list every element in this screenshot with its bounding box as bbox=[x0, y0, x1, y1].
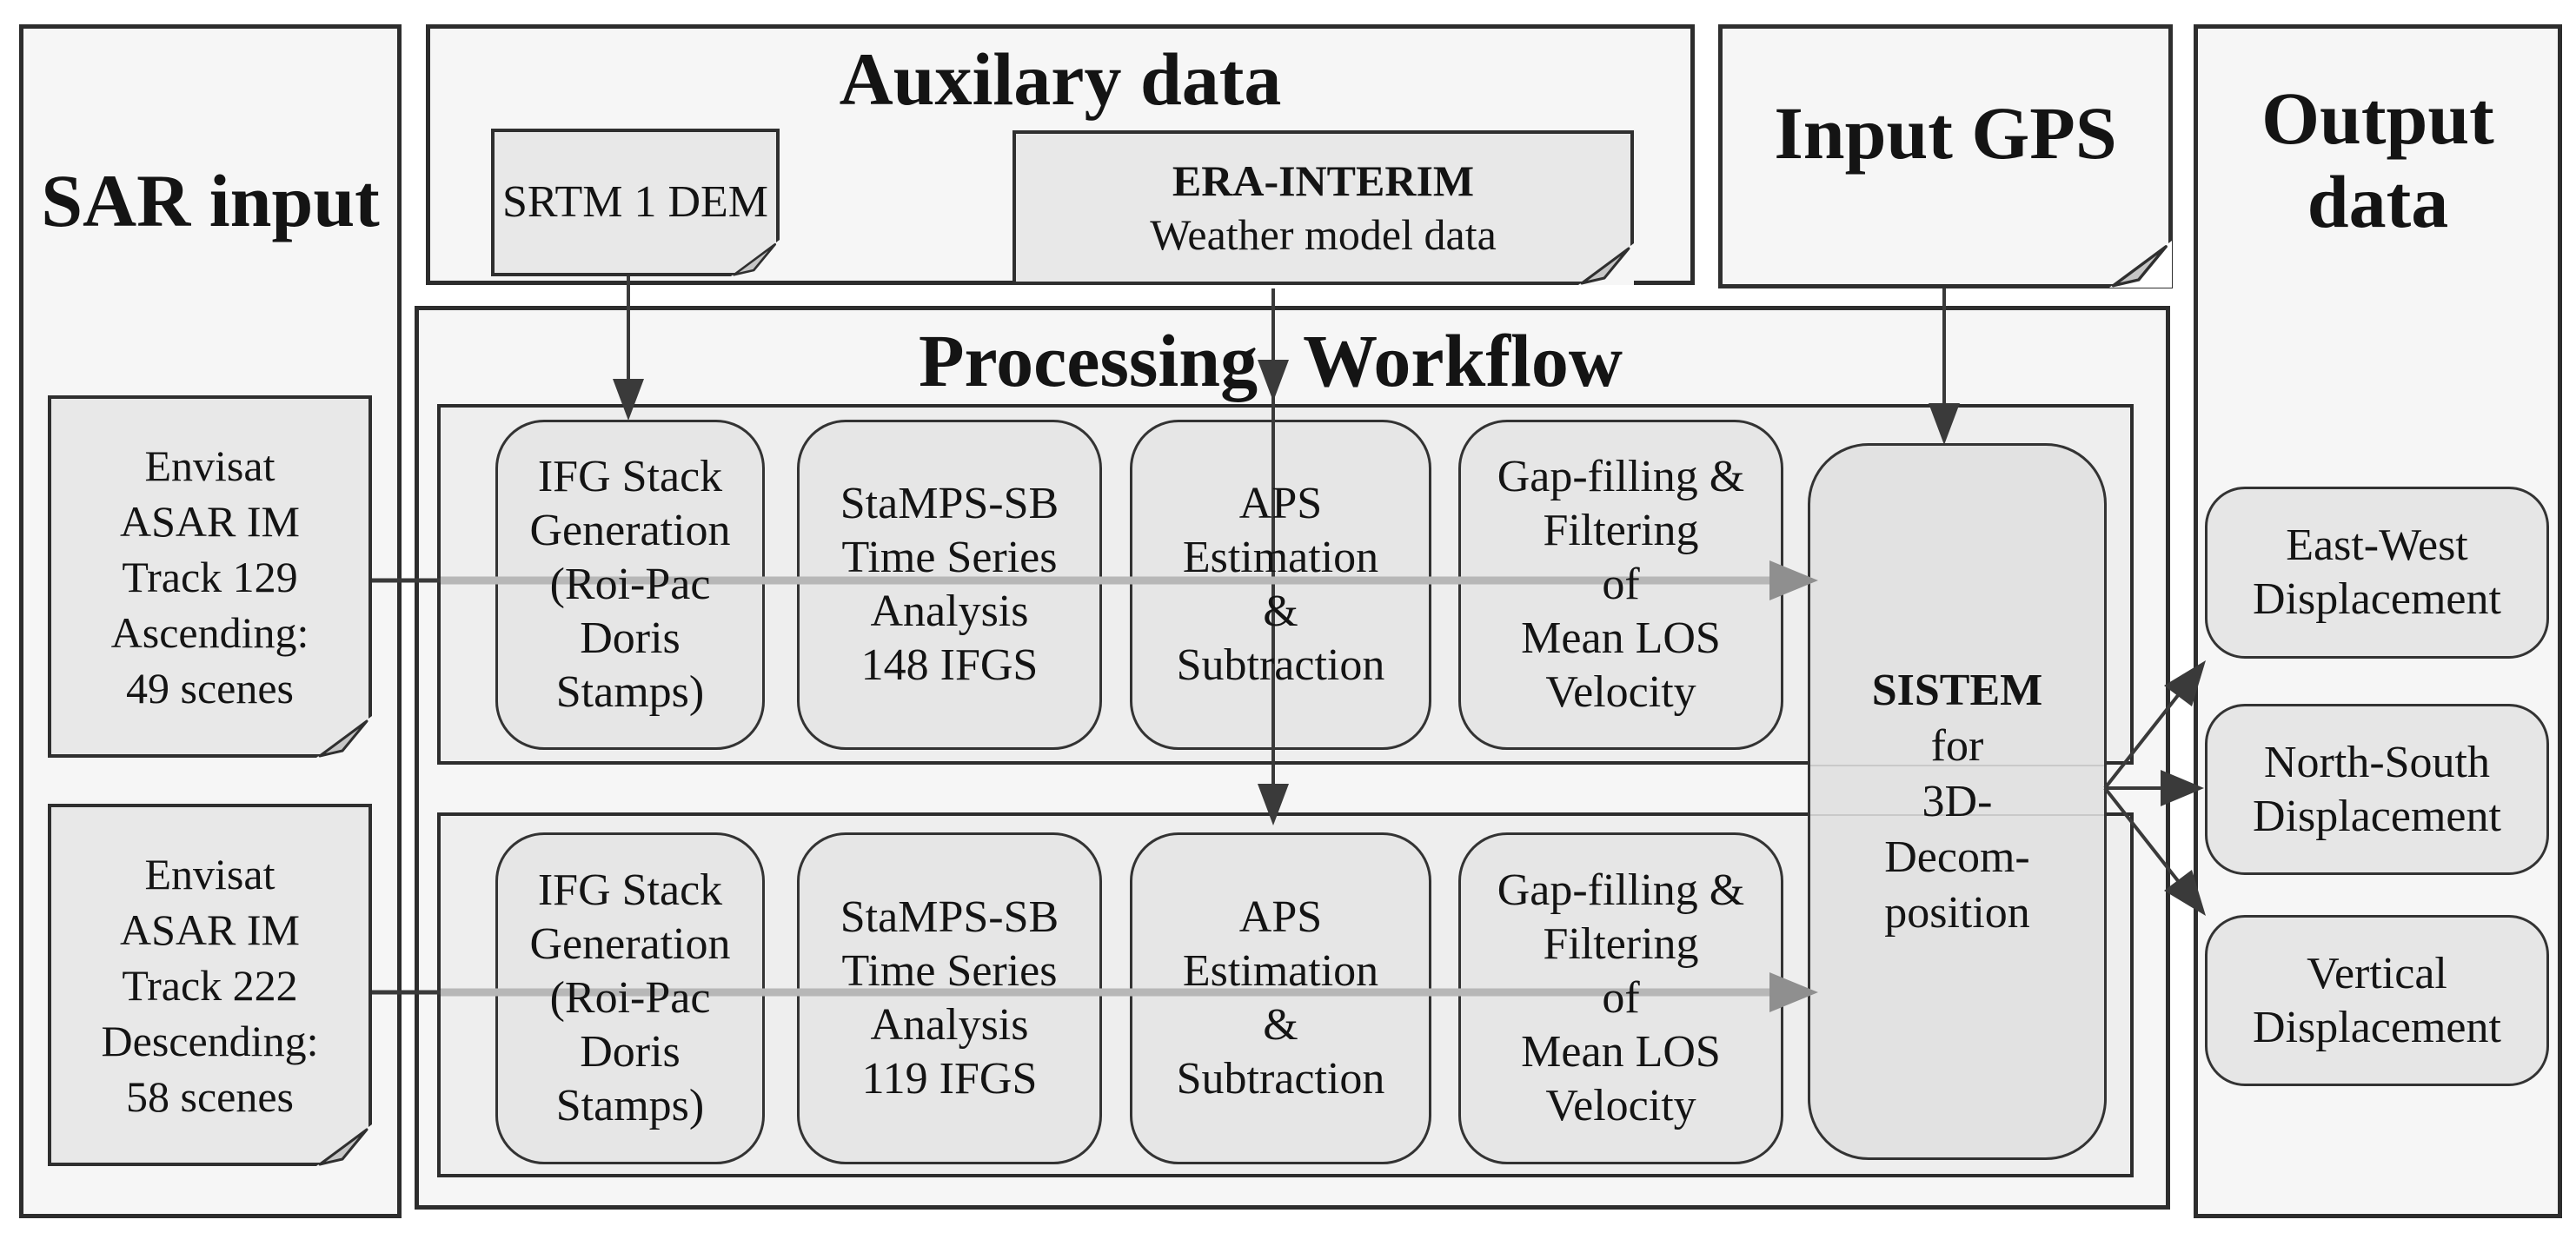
note-era-interim: ERA-INTERIM Weather model data bbox=[1012, 130, 1634, 285]
output-data-panel: Output data East-West Displacement North… bbox=[2194, 24, 2562, 1218]
node-vertical-displacement: Vertical Displacement bbox=[2205, 915, 2549, 1086]
node-text: East-West Displacement bbox=[2253, 520, 2501, 624]
node-text: APS Estimation & Subtraction bbox=[1176, 892, 1385, 1104]
node-gap-filling-row1: Gap-filling & Filtering of Mean LOS Velo… bbox=[1458, 420, 1783, 750]
node-text: APS Estimation & Subtraction bbox=[1176, 479, 1385, 690]
node-aps-row2: APS Estimation & Subtraction bbox=[1130, 832, 1431, 1164]
node-gap-filling-row2: Gap-filling & Filtering of Mean LOS Velo… bbox=[1458, 832, 1783, 1164]
node-text: Gap-filling & Filtering of Mean LOS Velo… bbox=[1497, 452, 1745, 717]
auxiliary-data-title: Auxilary data bbox=[839, 37, 1282, 121]
folded-corner-icon bbox=[316, 716, 372, 758]
node-text: Gap-filling & Filtering of Mean LOS Velo… bbox=[1497, 865, 1745, 1130]
note-track-129: Envisat ASAR IM Track 129 Ascending: 49 … bbox=[48, 395, 372, 758]
output-data-title: Output data bbox=[2261, 76, 2494, 243]
node-north-south-displacement: North-South Displacement bbox=[2205, 704, 2549, 875]
node-text: Vertical Displacement bbox=[2253, 948, 2501, 1052]
processing-workflow-title: Processing Workflow bbox=[397, 319, 2144, 402]
node-text: IFG Stack Generation (Roi-Pac Doris Stam… bbox=[529, 452, 731, 717]
note-track-222-text: Envisat ASAR IM Track 222 Descending: 58… bbox=[101, 849, 319, 1121]
processing-workflow-panel: Processing Workflow IFG Stack Generation… bbox=[415, 306, 2170, 1210]
node-text: StaMPS-SB Time Series Analysis 148 IFGS bbox=[840, 479, 1059, 690]
node-east-west-displacement: East-West Displacement bbox=[2205, 487, 2549, 659]
processing-title-word2: Workflow bbox=[1303, 319, 1623, 402]
node-text: StaMPS-SB Time Series Analysis 119 IFGS bbox=[840, 892, 1059, 1104]
node-text: IFG Stack Generation (Roi-Pac Doris Stam… bbox=[529, 865, 731, 1130]
note-srtm-dem-text: SRTM 1 DEM bbox=[501, 177, 769, 227]
node-text: North-South Displacement bbox=[2253, 737, 2501, 841]
node-sistem: SISTEM for 3D- Decom- position bbox=[1808, 443, 2107, 1160]
node-ifg-stack-row1: IFG Stack Generation (Roi-Pac Doris Stam… bbox=[495, 420, 765, 750]
note-track-222: Envisat ASAR IM Track 222 Descending: 58… bbox=[48, 804, 372, 1166]
folded-corner-icon bbox=[316, 1124, 372, 1166]
processing-row-1: IFG Stack Generation (Roi-Pac Doris Stam… bbox=[437, 404, 2134, 765]
folded-corner-icon bbox=[2109, 241, 2172, 288]
note-era-interim-subtitle: Weather model data bbox=[1150, 210, 1497, 259]
note-input-gps: Input GPS bbox=[1718, 24, 2173, 288]
node-aps-row1: APS Estimation & Subtraction bbox=[1130, 420, 1431, 750]
container-edge-line bbox=[1810, 765, 2104, 766]
sistem-text: for 3D- Decom- position bbox=[1884, 720, 2030, 938]
processing-title-word1: Processing bbox=[918, 319, 1258, 402]
note-srtm-dem: SRTM 1 DEM bbox=[491, 129, 780, 276]
sar-input-panel: SAR input Envisat ASAR IM Track 129 Asce… bbox=[19, 24, 402, 1218]
note-era-interim-title: ERA-INTERIM bbox=[1172, 156, 1475, 205]
node-ifg-stack-row2: IFG Stack Generation (Roi-Pac Doris Stam… bbox=[495, 832, 765, 1164]
folded-corner-icon bbox=[731, 240, 780, 276]
container-edge-line bbox=[1810, 814, 2104, 816]
input-gps-title: Input GPS bbox=[1774, 90, 2117, 175]
node-stamps-row1: StaMPS-SB Time Series Analysis 148 IFGS bbox=[797, 420, 1102, 750]
sistem-title: SISTEM bbox=[1871, 665, 2043, 715]
node-stamps-row2: StaMPS-SB Time Series Analysis 119 IFGS bbox=[797, 832, 1102, 1164]
auxiliary-data-panel: Auxilary data SRTM 1 DEM ERA-INTERIM Wea… bbox=[426, 24, 1695, 285]
note-track-129-text: Envisat ASAR IM Track 129 Ascending: 49 … bbox=[110, 441, 309, 713]
sar-input-title: SAR input bbox=[41, 159, 380, 242]
folded-corner-icon bbox=[1578, 243, 1634, 285]
